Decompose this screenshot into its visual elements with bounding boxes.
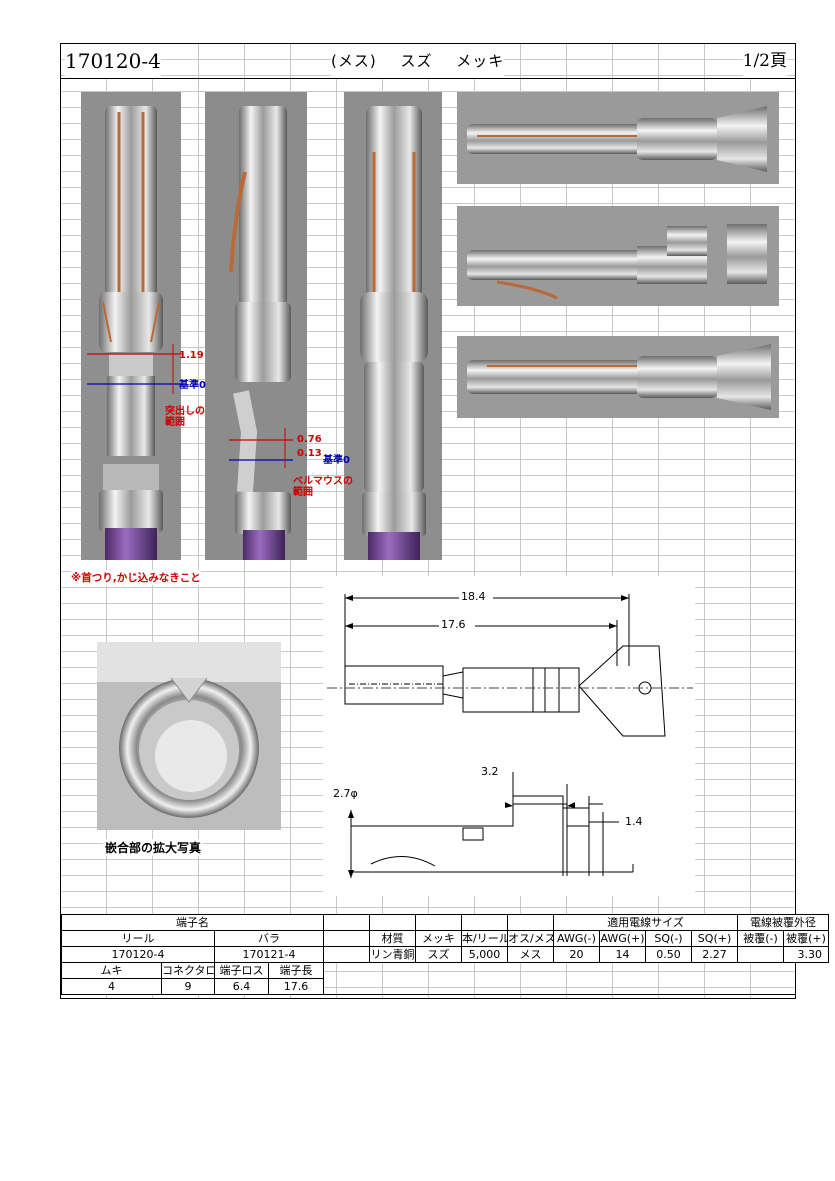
- dim-gap: 1.4: [625, 815, 643, 828]
- col-material: 材質: [369, 930, 416, 947]
- photo-horizontal-3: [457, 336, 779, 418]
- col-plating: メッキ: [415, 930, 462, 947]
- value-insulation-max: 3.30: [783, 946, 830, 963]
- spec-value-row: 170120-4 170121-4 リン青銅 スズ 5,000 メス 20 14…: [61, 946, 830, 963]
- value-awg-min: 20: [553, 946, 600, 963]
- bellmouth-max-dimension: 0.76: [297, 434, 322, 445]
- group-insulation-diameter: 電線被覆外径: [737, 914, 830, 931]
- mating-photo-caption: 嵌合部の拡大写真: [103, 839, 204, 856]
- col-sq-min: SQ(-): [645, 930, 692, 947]
- photo-front-view: [81, 92, 181, 560]
- col-connector-loss: コネクタロス: [161, 962, 215, 979]
- value-sq-max: 2.27: [690, 946, 739, 963]
- dim-terminal-length: 17.6: [441, 618, 466, 631]
- bottom-divider: [61, 994, 795, 995]
- photo-horizontal-1: [457, 92, 779, 184]
- value-qty-per-reel: 5,000: [461, 946, 508, 963]
- crimp-note: ※首つり,かじ込みなきこと: [71, 570, 201, 585]
- spec-sheet: 170120-4 (メス) スズ メッキ 1/2頁: [60, 43, 830, 999]
- photo-top-view: [344, 92, 442, 560]
- col-terminal-length: 端子長: [268, 962, 324, 979]
- group-terminal-name: 端子名: [61, 914, 324, 931]
- col-awg-min: AWG(-): [553, 930, 600, 947]
- bellmouth-range-label: ベルマウスの 範囲: [293, 476, 353, 498]
- loss-value-row: 4 9 6.4 17.6: [61, 978, 829, 995]
- value-terminal-loss: 6.4: [214, 978, 269, 995]
- annotation-lines: [87, 344, 293, 468]
- gender-label: (メス): [331, 52, 377, 70]
- col-sq-max: SQ(+): [690, 930, 739, 947]
- value-connector-loss: 9: [161, 978, 215, 995]
- value-strip: 4: [61, 978, 162, 995]
- spec-column-header-row: リール バラ 材質 メッキ 本/リール オス/メス AWG(-) AWG(+) …: [61, 930, 830, 947]
- plating-title: スズ メッキ: [400, 52, 505, 70]
- spec-table: 端子名 適用電線サイズ 電線被覆外径 リール バラ 材質 メッキ 本/リール オ…: [61, 914, 830, 995]
- col-loose: バラ: [214, 930, 324, 947]
- value-terminal-length: 17.6: [268, 978, 324, 995]
- col-insulation-min: 被覆(-): [737, 930, 785, 947]
- col-qty-per-reel: 本/リール: [461, 930, 508, 947]
- protrusion-range-label: 突出しの 範囲: [165, 406, 205, 428]
- value-insulation-min: [737, 946, 785, 963]
- technical-drawing: 18.4 17.6 2.7φ 3.2 1.4: [323, 576, 695, 896]
- photo-horizontal-2: [457, 206, 779, 306]
- protrusion-dimension: 1.19: [179, 350, 204, 361]
- spec-group-header-row: 端子名 適用電線サイズ 電線被覆外径: [61, 914, 830, 931]
- col-terminal-loss: 端子ロス: [214, 962, 269, 979]
- value-gender: メス: [507, 946, 554, 963]
- dim-overall-length: 18.4: [461, 590, 486, 603]
- value-sq-min: 0.50: [645, 946, 692, 963]
- dim-crimp-width: 3.2: [481, 765, 499, 778]
- col-strip: ムキ: [61, 962, 162, 979]
- title-divider: [61, 78, 795, 79]
- col-reel: リール: [61, 930, 215, 947]
- dim-diameter: 2.7φ: [333, 787, 358, 800]
- value-material: リン青銅: [369, 946, 416, 963]
- col-awg-max: AWG(+): [599, 930, 646, 947]
- group-wire-size: 適用電線サイズ: [552, 914, 739, 931]
- value-reel: 170120-4: [61, 946, 215, 963]
- datum-label-a: 基準0: [179, 380, 206, 391]
- value-plating: スズ: [415, 946, 462, 963]
- col-gender: オス/メス: [507, 930, 554, 947]
- bellmouth-min-dimension: 0.13: [297, 448, 322, 459]
- col-insulation-max: 被覆(+): [783, 930, 830, 947]
- photo-mating-closeup: [97, 642, 281, 830]
- page-number: 1/2頁: [742, 44, 787, 78]
- value-awg-max: 14: [599, 946, 646, 963]
- datum-label-b: 基準0: [323, 455, 350, 466]
- part-number-title: 170120-4: [65, 44, 161, 78]
- loss-header-row: ムキ コネクタロス 端子ロス 端子長: [61, 962, 829, 979]
- value-loose: 170121-4: [214, 946, 324, 963]
- photo-side-view: [205, 92, 307, 560]
